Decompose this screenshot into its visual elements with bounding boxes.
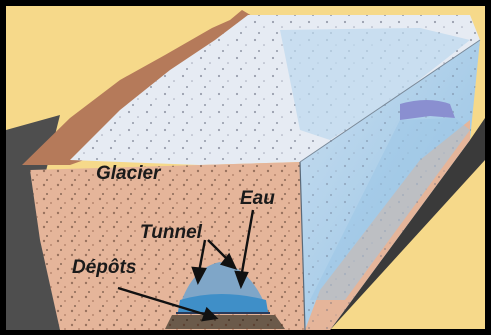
label-glacier: Glacier (96, 163, 162, 184)
deposits-grain (165, 315, 285, 329)
label-eau: Eau (240, 188, 275, 209)
label-depots: Dépôts (72, 257, 136, 278)
label-tunnel: Tunnel (140, 222, 203, 243)
